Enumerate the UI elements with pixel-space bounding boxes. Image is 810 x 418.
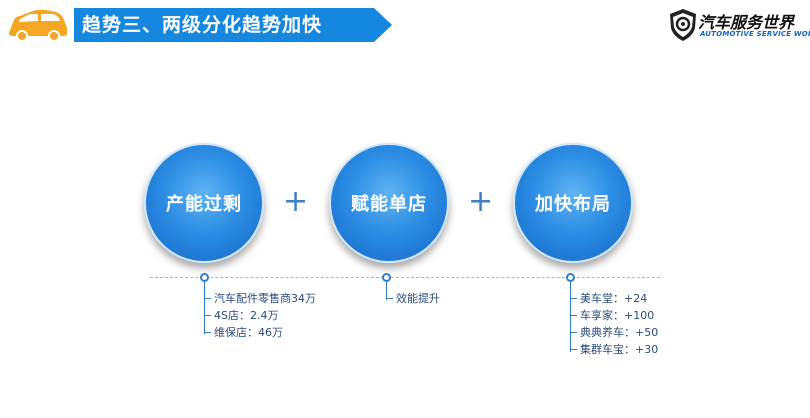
title-bar <box>74 8 392 42</box>
timeline-node <box>382 273 391 282</box>
page-title: 趋势三、两级分化趋势加快 <box>82 14 323 36</box>
branch-line <box>570 282 571 352</box>
detail-item: 典典养车：+50 <box>570 326 659 339</box>
timeline-dashed-line <box>150 277 660 278</box>
pillar-circle-overcapacity: 产能过剩 <box>144 143 264 263</box>
pillar-label: 产能过剩 <box>166 194 242 215</box>
detail-item: 4S店：2.4万 <box>204 309 279 322</box>
pillar-circle-empower-store: 赋能单店 <box>329 143 449 263</box>
detail-item: 车享家：+100 <box>570 309 655 322</box>
timeline-node <box>566 273 575 282</box>
pillar-label: 赋能单店 <box>351 194 427 215</box>
plus-icon: + <box>283 184 309 219</box>
shield-badge-icon <box>670 9 696 41</box>
branch-line <box>204 282 205 334</box>
pillar-label: 加快布局 <box>535 194 611 215</box>
detail-item: 美车堂：+24 <box>570 292 648 305</box>
timeline-node <box>200 273 209 282</box>
branch-line <box>386 282 387 300</box>
detail-item: 集群车宝：+30 <box>570 343 659 356</box>
pillar-circle-expand-layout: 加快布局 <box>513 143 633 263</box>
detail-item: 汽车配件零售商34万 <box>205 292 316 305</box>
detail-item: 维保店：46万 <box>205 326 283 339</box>
plus-icon: + <box>468 184 494 219</box>
detail-item: 效能提升 <box>387 292 440 305</box>
brand-logo: 汽车服务世界 AUTOMOTIVE SERVICE WORLD <box>668 8 810 44</box>
logo-name-en: AUTOMOTIVE SERVICE WORLD <box>700 30 810 38</box>
car-icon <box>9 9 67 42</box>
logo-name-cn: 汽车服务世界 <box>698 13 795 32</box>
